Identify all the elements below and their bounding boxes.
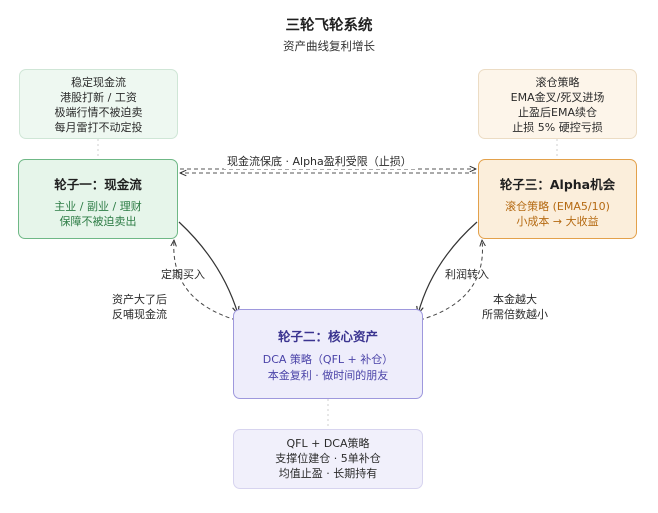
note-line: 极端行情不被迫卖 bbox=[54, 106, 143, 119]
wheel-one-line: 主业 / 副业 / 理财 bbox=[54, 200, 142, 213]
wheel-one-node: 轮子一：现金流 主业 / 副业 / 理财 保障不被迫卖出 bbox=[18, 159, 178, 239]
note-line: 港股打新 / 工资 bbox=[60, 91, 137, 104]
arrow-two-to-three bbox=[419, 240, 482, 321]
arrow-one-to-two bbox=[178, 221, 238, 314]
note-line: EMA金叉/死叉进场 bbox=[510, 91, 605, 104]
wheel-three-line: 小成本 → 大收益 bbox=[516, 215, 599, 228]
diagram-subtitle: 资产曲线复利增长 bbox=[283, 39, 375, 53]
note-top-right: 滚仓策略 EMA金叉/死叉进场 止盈后EMA续仓 止损 5% 硬控亏损 bbox=[478, 69, 637, 139]
top-link-label: 现金流保底 · Alpha盈利受限（止损） bbox=[224, 153, 415, 169]
label-line: 本金越大 bbox=[493, 293, 537, 306]
note-line: 稳定现金流 bbox=[71, 76, 126, 89]
wheel-two-line: DCA 策略（QFL + 补仓） bbox=[262, 353, 394, 366]
one-to-two-label: 定期买入 bbox=[161, 268, 205, 281]
wheel-three-node: 轮子三：Alpha机会 滚仓策略 (EMA5/10) 小成本 → 大收益 bbox=[478, 159, 637, 239]
wheel-three-line: 滚仓策略 (EMA5/10) bbox=[505, 200, 610, 213]
note-line: 止盈后EMA续仓 bbox=[518, 106, 597, 119]
note-bottom: QFL + DCA策略 支撑位建仓 · 5单补仓 均值止盈 · 长期持有 bbox=[233, 429, 423, 489]
label-line: 反哺现金流 bbox=[112, 308, 167, 321]
note-line: 均值止盈 · 长期持有 bbox=[278, 467, 378, 480]
diagram-title: 三轮飞轮系统 bbox=[285, 18, 373, 34]
arrow-two-to-one bbox=[174, 240, 237, 321]
wheel-two-line: 本金复利 · 做时间的朋友 bbox=[267, 369, 389, 382]
wheel-three-title: 轮子三：Alpha机会 bbox=[499, 177, 616, 192]
two-to-one-label: 资产大了后 反哺现金流 bbox=[112, 292, 167, 322]
wheel-two-title: 轮子二：核心资产 bbox=[277, 329, 378, 344]
note-top-left: 稳定现金流 港股打新 / 工资 极端行情不被迫卖 每月雷打不动定投 bbox=[19, 69, 178, 139]
note-line: QFL + DCA策略 bbox=[286, 437, 370, 450]
note-line: 滚仓策略 bbox=[535, 76, 580, 89]
two-to-three-label: 本金越大 所需倍数越小 bbox=[482, 292, 548, 322]
note-line: 每月雷打不动定投 bbox=[54, 121, 143, 134]
label-line: 所需倍数越小 bbox=[482, 308, 548, 321]
wheel-one-title: 轮子一：现金流 bbox=[54, 177, 142, 192]
wheel-one-line: 保障不被迫卖出 bbox=[59, 215, 137, 228]
arrow-three-to-two bbox=[418, 221, 478, 314]
note-line: 止损 5% 硬控亏损 bbox=[512, 121, 603, 134]
wheel-two-node: 轮子二：核心资产 DCA 策略（QFL + 补仓） 本金复利 · 做时间的朋友 bbox=[233, 309, 423, 399]
three-to-two-label: 利润转入 bbox=[445, 268, 489, 281]
label-line: 资产大了后 bbox=[112, 293, 167, 306]
note-line: 支撑位建仓 · 5单补仓 bbox=[275, 452, 381, 465]
